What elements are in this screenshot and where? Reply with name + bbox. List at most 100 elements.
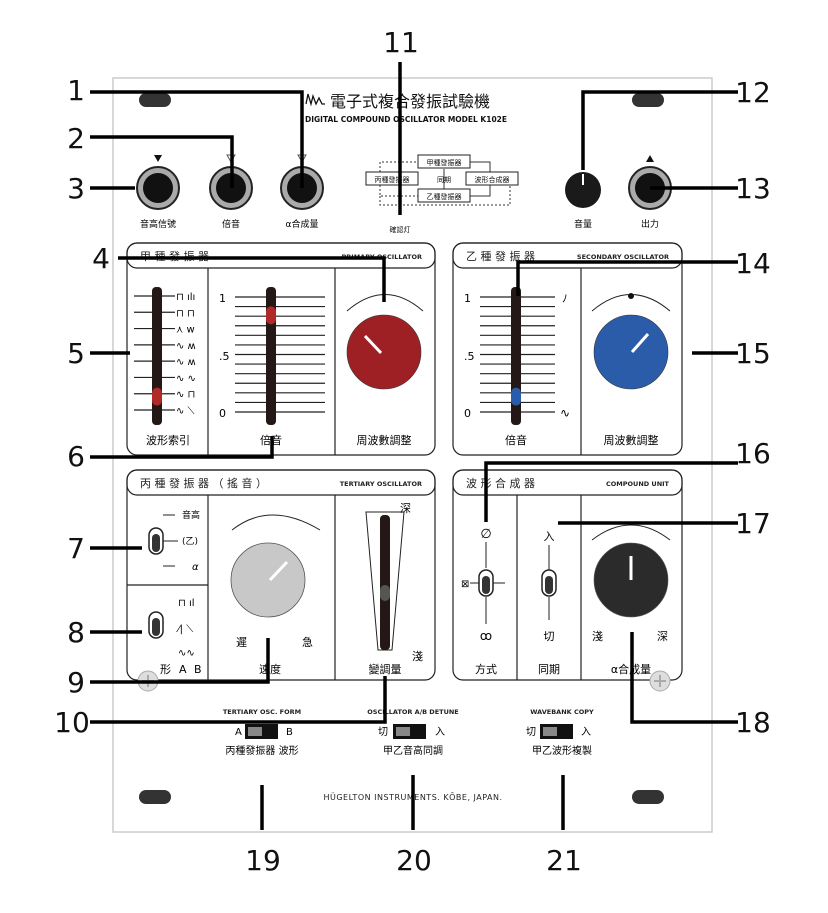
callout-number: 14 (735, 247, 771, 280)
alpha-mix-knob[interactable] (593, 542, 669, 618)
saw-wave-icon: ﾉ (562, 292, 568, 305)
empty-set-icon: ∅ (480, 527, 491, 542)
frequency-label: 周波數調整 (357, 433, 412, 447)
frequency-label: 周波數調整 (604, 433, 659, 447)
section-title-jp: 甲 種 發 振 器 (140, 249, 209, 263)
routing-secondary: 乙種發振器 (427, 192, 462, 201)
routing-tertiary: 丙種發振器 (375, 175, 410, 184)
sync-label: 同期 (538, 663, 560, 676)
callout-number: 10 (54, 706, 90, 739)
scale-label: 0 (219, 407, 226, 420)
panel-screw (649, 670, 671, 692)
deep-label: 深 (400, 502, 411, 515)
callout-number: 12 (735, 76, 771, 109)
mode-label: 方式 (475, 662, 497, 676)
destination-toggle[interactable] (148, 527, 164, 555)
callout-number: 16 (735, 437, 771, 470)
callout-number: 17 (735, 507, 771, 540)
jacks: 音高信號 倍音 α合成量 音量 出力 (136, 154, 672, 230)
output-arrow-icon (646, 155, 654, 162)
jack-label: α合成量 (286, 218, 319, 230)
tertiary-form-switch[interactable] (245, 724, 278, 739)
shallow-label: 淺 (412, 650, 423, 663)
fast-label: 急 (302, 635, 313, 649)
section-title-en: SECONDARY OSCILLATOR (577, 253, 669, 261)
callout-number: 7 (67, 532, 85, 565)
frequency-knob-primary[interactable] (346, 314, 422, 390)
depth-slider-thumb[interactable] (380, 585, 390, 601)
saw-wave-icon: ⁄| ⟍ (176, 624, 193, 635)
waveform-icon: ∿ ⟍ (176, 406, 195, 417)
mounting-hole (632, 93, 664, 107)
jack-label: 音高信號 (140, 218, 176, 230)
logo-wave-icon (305, 93, 325, 107)
callout-number: 6 (67, 440, 85, 473)
speed-label: 速度 (259, 662, 281, 676)
form-toggle[interactable] (148, 611, 164, 639)
title-jp: 電子式複合發振試驗機 (330, 92, 490, 111)
harmonic-slider-thumb[interactable] (266, 306, 276, 325)
wave-index-slider-thumb[interactable] (152, 387, 162, 406)
harmonic-slider-thumb[interactable] (511, 387, 521, 406)
switch-right-label: 入 (435, 727, 445, 738)
switch-right-label: B (286, 727, 293, 738)
title-en: DIGITAL COMPOUND OSCILLATOR MODEL K102E (305, 115, 507, 124)
sync-off-label: 切 (544, 630, 555, 643)
callout-number: 20 (396, 844, 432, 877)
scale-label: .5 (464, 350, 475, 363)
compound-unit-section: 波 形 合 成 器 COMPOUND UNIT ∅ ⊠ ꝏ 方式 入 切 同期 … (452, 469, 683, 681)
callout-numbers: 1 2 3 4 5 6 7 8 9 10 11 12 13 14 15 16 1… (54, 26, 771, 877)
center-dot (628, 293, 634, 299)
knob-range-arc (591, 524, 671, 541)
bottom-switches: TERTIARY OSC. FORM A B 丙種發振器 波形 OSCILLAT… (223, 708, 594, 757)
jack-label: 出力 (641, 218, 659, 230)
mounting-hole (139, 790, 171, 804)
switch-title: TERTIARY OSC. FORM (223, 708, 301, 716)
speed-knob[interactable] (230, 542, 306, 618)
destination-option: (乙) (182, 536, 198, 547)
form-a-label: A (179, 663, 187, 676)
section-title-jp: 丙 種 發 振 器 （ 搖 音 ） (140, 476, 267, 490)
switch-left-label: 切 (526, 726, 536, 738)
switch-left-label: A (235, 727, 242, 738)
frequency-knob-secondary[interactable] (593, 314, 669, 390)
destination-option: α (192, 562, 199, 573)
switch-left-label: 切 (378, 726, 388, 738)
volume-knob[interactable] (565, 172, 601, 208)
callout-number: 11 (383, 26, 419, 59)
detune-switch[interactable] (393, 724, 426, 739)
callout-number: 2 (67, 122, 85, 155)
callout-number: 15 (735, 337, 771, 370)
scale-label: 1 (219, 292, 226, 305)
callout-number: 19 (245, 844, 281, 877)
form-label: 形 (160, 663, 171, 676)
callout-number: 18 (735, 706, 771, 739)
callout-number: 21 (546, 844, 582, 877)
callout-number: 3 (67, 172, 85, 205)
secondary-oscillator-section: 乙 種 發 振 器 SECONDARY OSCILLATOR 1 .5 0 ﾉ … (452, 242, 683, 456)
sync-on-label: 入 (544, 530, 555, 543)
sync-toggle[interactable] (541, 569, 557, 597)
section-title-en: COMPOUND UNIT (606, 480, 670, 488)
jack-pitch-cv[interactable] (136, 166, 180, 210)
scale-label: .5 (219, 350, 230, 363)
section-title-jp: 乙 種 發 振 器 (466, 249, 535, 263)
knob-label: 音量 (574, 218, 592, 230)
sine-wave-icon: ∿∿ (178, 648, 195, 659)
form-b-label: B (194, 663, 202, 676)
callout-number: 4 (92, 242, 110, 275)
callout-number: 8 (67, 616, 85, 649)
ring-mod-icon: ⊠ (461, 579, 469, 590)
mode-toggle[interactable] (478, 569, 494, 597)
depth-slider[interactable] (380, 515, 390, 650)
switch-caption: 丙種發振器 波形 (225, 744, 298, 757)
sine-wave-icon: ∿ (560, 406, 570, 420)
depth-label: 變調量 (369, 662, 402, 676)
waveform-icon: ∿ ∿ (176, 373, 196, 384)
mounting-holes (139, 93, 664, 804)
destination-option: 音高 (182, 509, 200, 521)
wavebank-copy-switch[interactable] (540, 724, 573, 739)
scale-label: 1 (464, 292, 471, 305)
waveform-icon: ⊓ ılı (176, 292, 195, 303)
